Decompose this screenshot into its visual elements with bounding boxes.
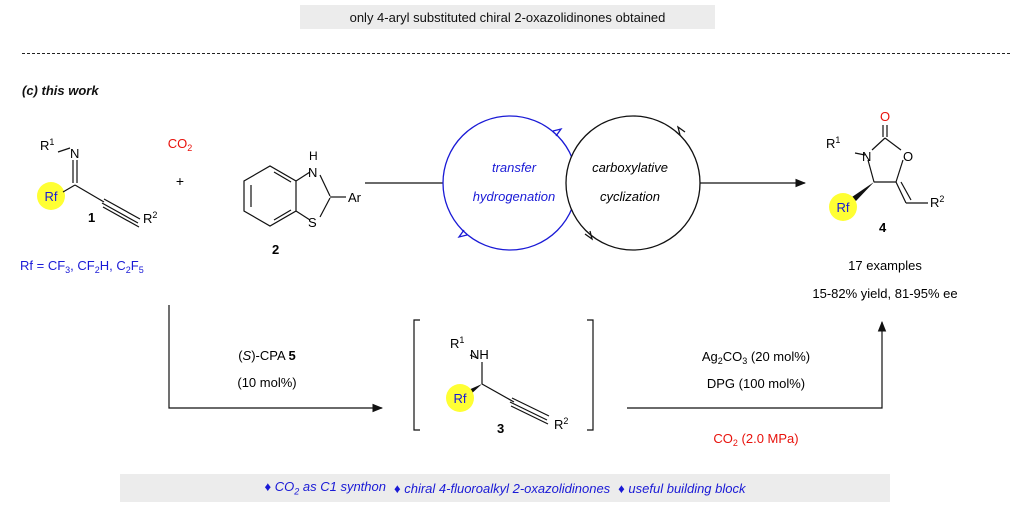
r1-label-1: R1 [40,137,54,153]
compound-1-structure: Rf R1 N R2 1 [37,137,157,228]
left-cycle-line-1: transfer [492,160,537,175]
compound-3-structure [469,354,550,425]
left-cycle-line-2: hydrogenation [473,189,555,204]
compound-2-label: 2 [272,242,279,257]
r1-label-4: R1 [826,135,840,151]
lower-right-arrow [627,320,887,409]
s-label-2: S [308,215,317,230]
catalyst-line-1: (S)-CPA 5 [238,348,296,363]
rf-highlight-4 [829,193,857,221]
top-note-text: only 4-aryl substituted chiral 2-oxazoli… [349,9,666,25]
reagent-line-2: DPG (100 mol%) [707,376,805,391]
carboxylative-cyclization-cycle [565,115,701,251]
compound-1-label: 1 [88,210,95,225]
bracket-right [587,319,594,431]
plus-sign: + [176,173,184,189]
co2-reactant: CO2 [168,136,193,153]
yield-ee-text: 15-82% yield, 81-95% ee [812,286,957,301]
o-carbonyl-label: O [880,109,890,124]
right-cycle-line-1: carboxylative [592,160,668,175]
nh-label-3: NH [470,347,489,362]
rf-label-1: Rf [45,189,58,204]
ar-label-2: Ar [348,190,362,205]
compound-3-label: 3 [497,421,504,436]
compound-2-structure [243,165,346,227]
o-ring-label: O [903,149,913,164]
wedge-bond-4 [852,182,874,201]
n-label-4: N [862,149,871,164]
compound-4-structure [854,125,928,204]
highlight-3: ♦ useful building block [618,480,746,496]
right-cycle-line-2: cyclization [600,189,660,204]
h-label-2: H [309,149,318,163]
rf-label-4: Rf [837,200,850,215]
lower-left-arrow [168,305,384,413]
rf-definition: Rf = CF3, CF2H, C2F5 [20,258,144,275]
r2-label-4: R2 [930,194,944,210]
examples-text: 17 examples [848,258,922,273]
reagent-co2: CO2 (2.0 MPa) [713,431,798,448]
top-note-banner: only 4-aryl substituted chiral 2-oxazoli… [300,5,715,29]
section-divider [22,53,1010,54]
rf-highlight-1 [37,182,65,210]
highlights-banner: ♦ CO2 as C1 synthon ♦ chiral 4-fluoroalk… [120,474,890,502]
r2-label-1: R2 [143,210,157,226]
section-label: (c) this work [22,83,99,98]
highlight-1: ♦ CO2 as C1 synthon [264,479,386,497]
r1-label-3: R1 [450,335,464,351]
n-label-1: N [70,146,79,161]
r2-label-3: R2 [554,416,568,432]
transfer-hydrogenation-cycle [442,115,578,251]
bracket-left [413,319,420,431]
reagent-line-1: Ag2CO3 (20 mol%) [702,349,810,366]
n-label-2: N [308,165,317,180]
rf-label-3: Rf [454,391,467,406]
catalyst-line-2: (10 mol%) [237,375,296,390]
highlight-2: ♦ chiral 4-fluoroalkyl 2-oxazolidinones [393,480,611,496]
compound-4-label: 4 [879,220,887,235]
rf-highlight-3 [446,384,474,412]
